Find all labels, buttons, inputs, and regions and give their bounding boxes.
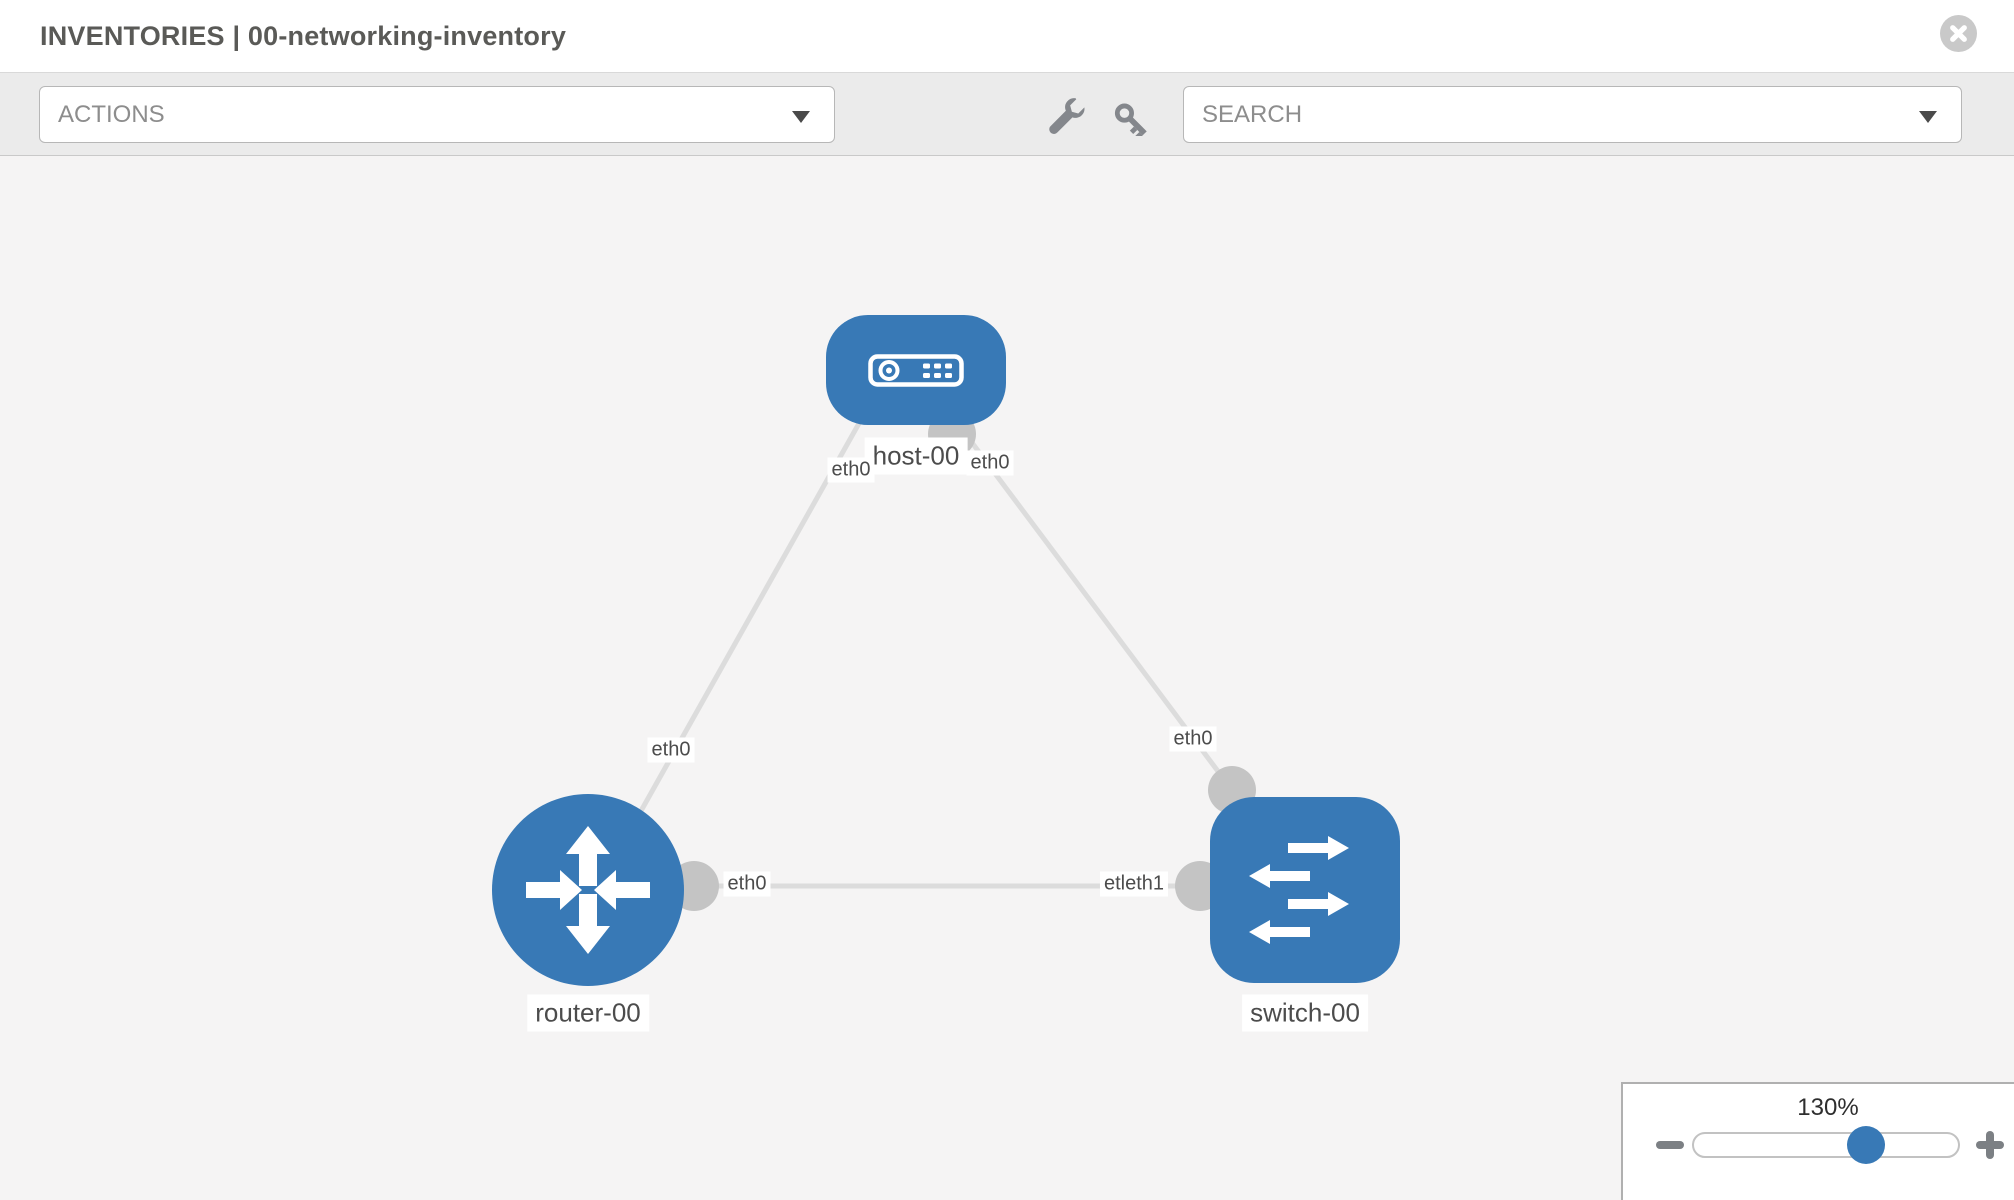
zoom-panel: 130% [1621, 1082, 2014, 1200]
node-router-00[interactable] [492, 794, 684, 986]
topology-canvas[interactable] [0, 156, 2014, 1200]
iface-label-router-eth0: eth0 [723, 871, 771, 897]
iface-label-host-eth0-right: eth0 [966, 450, 1014, 476]
wrench-icon [1049, 98, 1085, 134]
node-switch-00[interactable] [1210, 797, 1400, 983]
search-dropdown[interactable]: SEARCH [1183, 86, 1962, 143]
configure-button[interactable] [1045, 93, 1089, 137]
switch-icon [1249, 836, 1349, 944]
chevron-down-icon [792, 111, 810, 123]
ports [669, 410, 1256, 911]
zoom-slider-handle[interactable] [1847, 1126, 1885, 1164]
iface-label-host-eth0-left: eth0 [827, 457, 875, 483]
iface-label-router-eth0-top: eth0 [647, 737, 695, 763]
zoom-level-text: 130% [1797, 1094, 1859, 1121]
node-label-switch-00: switch-00 [1242, 994, 1368, 1032]
iface-label-switch-eth0-top: eth0 [1169, 726, 1217, 752]
chevron-down-icon [1919, 111, 1937, 123]
zoom-slider-track[interactable] [1692, 1126, 1960, 1164]
links [634, 416, 1235, 889]
iface-label-switch-eth1: etleth1 [1099, 871, 1169, 897]
node-label-host-00: host-00 [864, 437, 968, 475]
key-icon [1114, 103, 1147, 136]
search-placeholder: SEARCH [1202, 101, 1303, 128]
host-icon [868, 353, 964, 387]
page-title: INVENTORIES | 00-networking-inventory [40, 21, 567, 51]
node-label-router-00: router-00 [527, 994, 649, 1032]
close-button[interactable] [1940, 15, 1977, 52]
zoom-in-button[interactable] [1976, 1131, 2004, 1159]
zoom-out-button[interactable] [1656, 1141, 1684, 1149]
credentials-button[interactable] [1112, 93, 1156, 137]
close-icon [1950, 25, 1967, 42]
router-icon [526, 826, 650, 954]
actions-dropdown[interactable]: ACTIONS [39, 86, 835, 143]
actions-dropdown-label: ACTIONS [58, 101, 165, 128]
toolbar: ACTIONS SEARCH [0, 73, 2014, 156]
page-header: INVENTORIES | 00-networking-inventory [0, 0, 2014, 73]
node-host-00[interactable] [826, 315, 1006, 425]
